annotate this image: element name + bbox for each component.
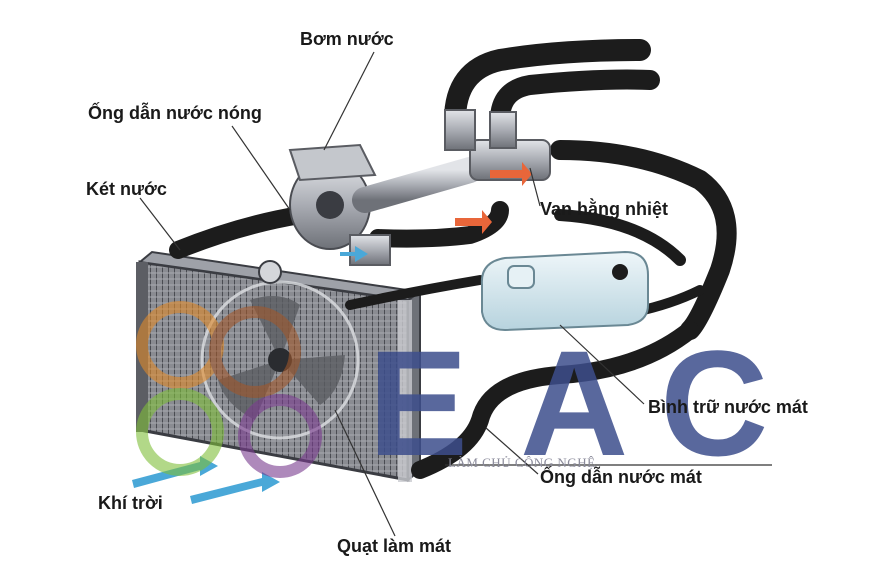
label-thermostat: Van hằng nhiệt [540, 199, 669, 219]
label-cooling-fan: Quạt làm mát [337, 536, 452, 556]
label-radiator: Két nước [86, 179, 167, 199]
watermark-letters: E A C [368, 319, 768, 487]
label-coolant-hose: Ống dẫn nước mát [540, 467, 702, 487]
radiator-cap [258, 260, 282, 284]
leader-lines [139, 51, 772, 537]
label-hot-water-hose: Ống dẫn nước nóng [88, 103, 262, 123]
watermark-logo [136, 301, 322, 478]
watermark-letter-a: A [520, 319, 628, 487]
coolant-reservoir [480, 250, 649, 332]
thermostat-housing [352, 109, 551, 234]
water-pump [288, 143, 391, 266]
label-water-pump: Bơm nước [300, 29, 394, 49]
watermark-letter-e: E [368, 319, 468, 487]
label-coolant-reservoir: Bình trữ nước mát [648, 397, 808, 417]
watermark-tagline: LÀM CHỦ CÔNG NGHỆ [448, 455, 596, 470]
watermark-letter-c: C [660, 319, 768, 487]
label-ambient-air: Khí trời [98, 493, 163, 513]
